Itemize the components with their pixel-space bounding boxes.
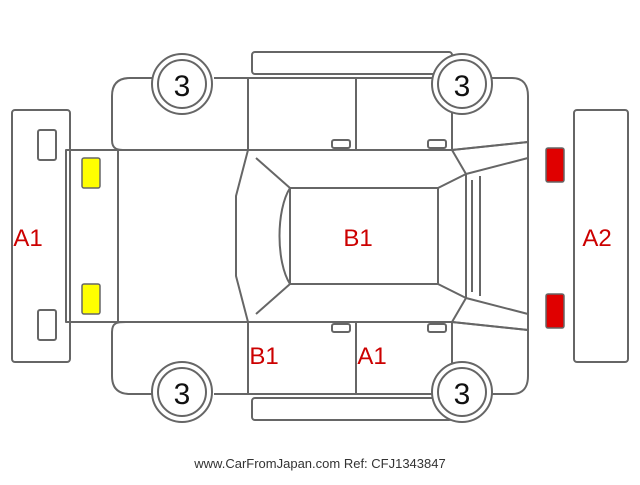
rear-bumper-damage-label: A2 xyxy=(582,225,611,252)
front-lights xyxy=(81,157,101,315)
reference-footer: www.CarFromJapan.com Ref: CFJ1343847 xyxy=(194,456,446,471)
rear-lights xyxy=(545,147,565,329)
front-bumper xyxy=(11,109,71,363)
tire-rear-right xyxy=(431,361,493,423)
tire-front-left xyxy=(151,53,213,115)
left-rear-door-damage-label: A1 xyxy=(357,343,386,370)
tire-front-right xyxy=(151,361,213,423)
car-body-top-view xyxy=(65,141,529,331)
tire-front-right-number: 3 xyxy=(174,378,191,411)
rear-bumper xyxy=(573,109,629,363)
tire-rear-left xyxy=(431,53,493,115)
tire-rear-right-number: 3 xyxy=(454,378,471,411)
left-front-pillar-damage-label: B1 xyxy=(249,343,278,370)
tire-rear-left-number: 3 xyxy=(454,70,471,103)
front-bumper-damage-label: A1 xyxy=(13,225,42,252)
tire-front-left-number: 3 xyxy=(174,70,191,103)
roof-damage-label: B1 xyxy=(343,225,372,252)
